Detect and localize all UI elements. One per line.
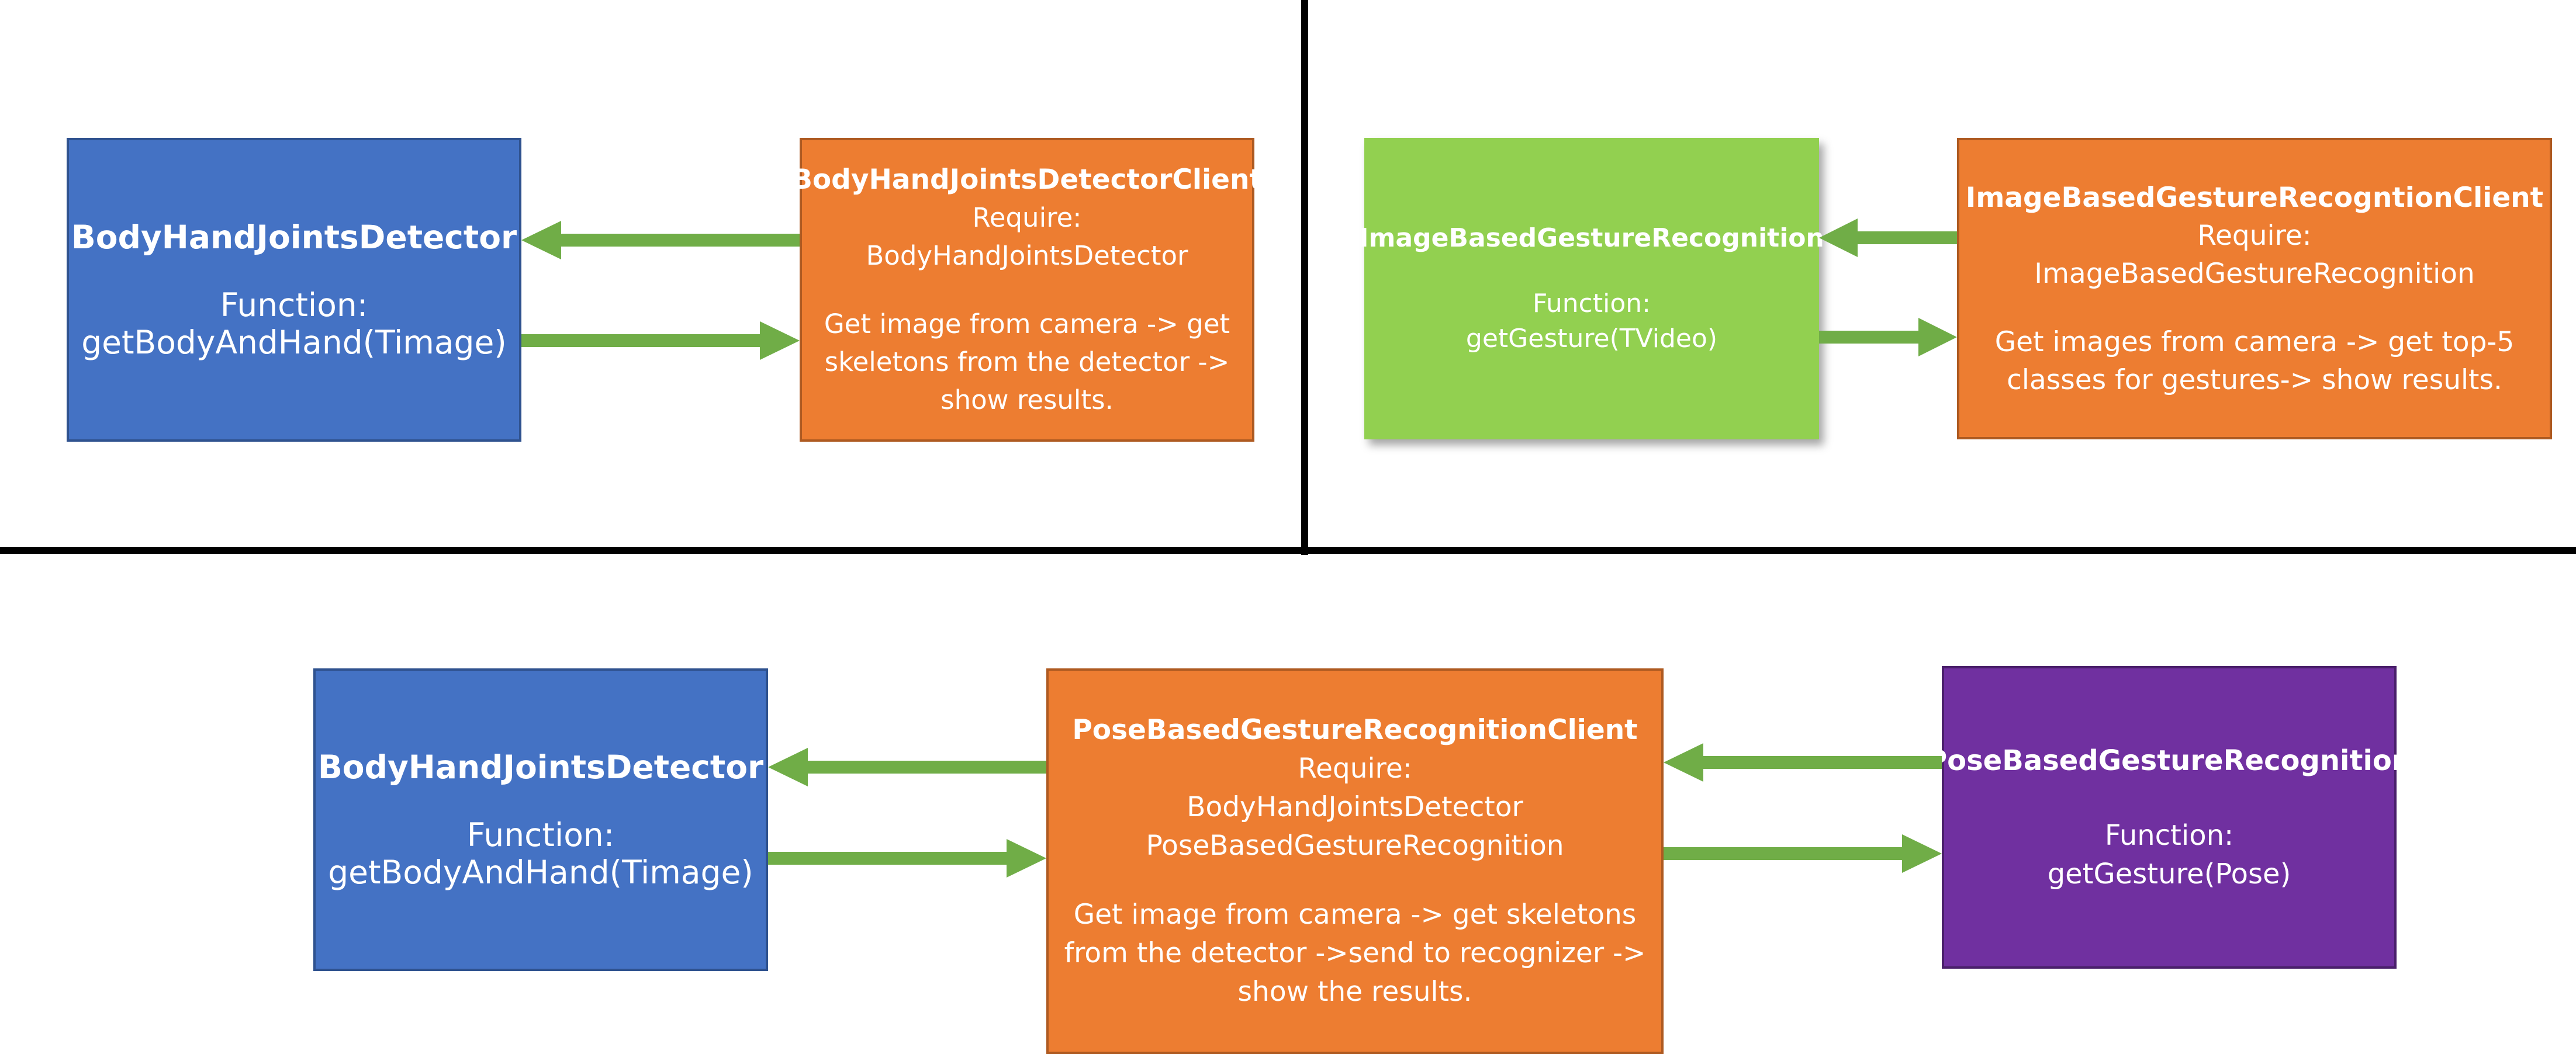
vertical-divider [1301,0,1308,555]
function-label: Function: [220,286,368,324]
body-hand-joints-detector-box: BodyHandJointsDetector Function: getBody… [313,668,768,971]
function-signature: getBodyAndHand(Timage) [328,854,753,891]
arrow-left-icon [1819,219,1957,257]
require-label: Require: [972,202,1082,233]
pose-based-gesture-recognition-box: PoseBasedGestureRecognition Function: ge… [1927,666,2412,969]
require-item: BodyHandJointsDetector [866,240,1188,271]
arrow-left-icon [1664,743,1942,782]
arrow-right-icon [521,321,800,360]
image-based-gesture-recognition-box: ImageBasedGestureRecognition Function: g… [1359,138,1824,439]
description-line: Get images from camera -> get top-5 [1994,325,2515,358]
arrow-left-icon [521,221,800,259]
recognizer-title: ImageBasedGestureRecognition [1359,223,1824,253]
recognizer-title: PoseBasedGestureRecognition [1926,744,2412,777]
detector-title: BodyHandJointsDetector [317,748,764,786]
body-hand-joints-detector-box: BodyHandJointsDetector Function: getBody… [67,138,521,442]
description-line: show the results. [1237,976,1472,1008]
function-signature: getBodyAndHand(Timage) [81,324,507,361]
horizontal-divider [0,547,2576,554]
description-line: Get image from camera -> get skeletons [1073,899,1637,931]
description-line: show results. [941,384,1114,415]
arrow-right-icon [1819,318,1957,356]
function-signature: getGesture(TVideo) [1465,324,1718,353]
require-item: ImageBasedGestureRecognition [2034,257,2475,290]
description-line: from the detector ->send to recognizer -… [1064,937,1646,969]
require-label: Require: [2197,219,2312,252]
function-label: Function: [2104,819,2234,852]
description-line: classes for gestures-> show results. [2007,363,2502,396]
function-signature: getGesture(Pose) [2047,858,2291,890]
client-title: ImageBasedGestureRecogntionClient [1965,181,2544,214]
detector-title: BodyHandJointsDetector [71,219,517,256]
arrow-right-icon [768,839,1046,878]
description-line: skeletons from the detector -> [824,346,1230,377]
body-hand-joints-detector-client-box: BodyHandJointsDetectorClient Require: Bo… [791,138,1263,442]
arrow-left-icon [768,748,1046,786]
require-item: BodyHandJointsDetector [1187,791,1523,823]
arrow-right-icon [1664,834,1942,873]
client-title: PoseBasedGestureRecognitionClient [1072,714,1638,746]
client-title: BodyHandJointsDetectorClient [791,164,1263,196]
require-item: PoseBasedGestureRecognition [1146,830,1564,862]
function-label: Function: [466,816,615,854]
description-line: Get image from camera -> get [824,308,1230,339]
require-label: Require: [1298,753,1412,785]
image-based-gesture-recognition-client-box: ImageBasedGestureRecogntionClient Requir… [1957,138,2552,439]
function-label: Function: [1533,289,1651,318]
pose-based-gesture-recognition-client-box: PoseBasedGestureRecognitionClient Requir… [1046,668,1664,1054]
